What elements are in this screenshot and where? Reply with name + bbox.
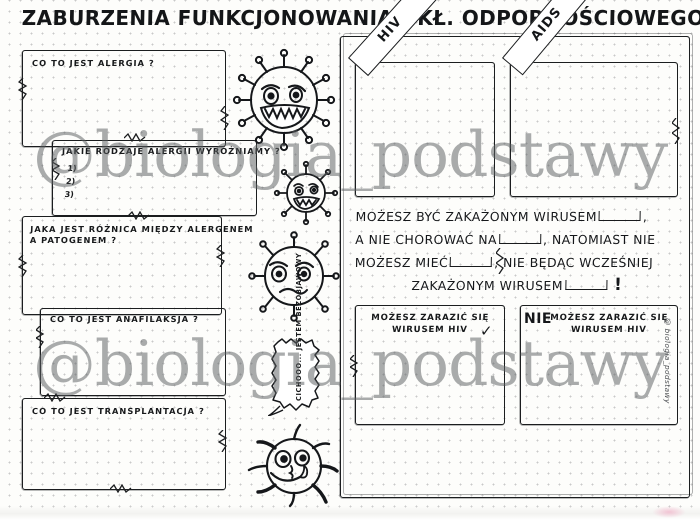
fill-blank[interactable]: [598, 211, 642, 221]
statement-text: MOŻESZ MIEĆ: [354, 255, 449, 270]
transmission-no-title: MOŻESZ ZARAZIĆ SIĘ WIRUSEM HIV: [550, 313, 669, 335]
page-bottom-edge: [0, 506, 700, 520]
squiggle-decoration: [18, 78, 28, 100]
statement-text: MOŻESZ BYĆ ZAKAŻONYM WIRUSEM: [355, 209, 598, 224]
statement-text: , NIE BĘDĄC WCZEŚNIEJ: [494, 255, 654, 270]
squiggle-decoration: [124, 133, 146, 142]
squiggle-decoration: [36, 326, 45, 348]
statement-line-3: MOŻESZ MIEĆ , NIE BĘDĄC WCZEŚNIEJ: [355, 251, 680, 274]
statement-text: A NIE CHOROWAĆ NA: [355, 232, 498, 247]
answer-box-hiv[interactable]: [354, 62, 495, 198]
list-item: 3): [64, 190, 75, 199]
statement-text: , NATOMIAST NIE: [542, 232, 656, 247]
question-label-alergia: CO TO JEST ALERGIA ?: [31, 58, 155, 68]
speech-bubble-text: CICHOOO... JESTEM BEZOBJAWOWY: [295, 252, 303, 401]
checkmark-icon: ✓: [480, 322, 493, 340]
virus-sad-icon: [248, 231, 340, 324]
virus-bottom-icon: [244, 423, 344, 508]
statement-line-2: A NIE CHOROWAĆ NA , NATOMIAST NIE: [355, 228, 680, 251]
squiggle-decoration: [220, 106, 230, 130]
fill-blank[interactable]: [498, 234, 542, 244]
transmission-no-prefix: NIE: [524, 311, 552, 327]
fill-blank[interactable]: [450, 257, 493, 267]
statement-line-1: MOŻESZ BYĆ ZAKAŻONYM WIRUSEM,: [355, 209, 648, 224]
squiggle-decoration: [110, 484, 132, 493]
hiv-aids-statement: MOŻESZ BYĆ ZAKAŻONYM WIRUSEM, A NIE CHOR…: [354, 205, 681, 297]
fill-blank[interactable]: [564, 280, 608, 290]
squiggle-decoration: [18, 255, 28, 277]
squiggle-decoration: [672, 118, 681, 144]
question-label-transplantacja: CO TO JEST TRANSPLANTACJA ?: [31, 406, 205, 416]
question-label-anafilaksja: CO TO JEST ANAFILAKSJA ?: [49, 314, 199, 324]
statement-text: ZAKAŻONYM WIRUSEM: [411, 278, 564, 293]
squiggle-decoration: [218, 430, 228, 452]
squiggle-decoration: [496, 248, 505, 274]
squiggle-decoration: [44, 393, 66, 402]
exclamation-mark: !: [613, 275, 623, 295]
list-item: 2): [65, 177, 76, 186]
question-label-alergen-patogen: JAKA JEST RÓŻNICA MIĘDZY ALERGENEM A PAT…: [29, 224, 254, 245]
speech-bubble: [267, 338, 324, 417]
statement-line-4: ZAKAŻONYM WIRUSEM!: [354, 274, 679, 297]
right-panel-outline-shadow: [343, 33, 693, 495]
squiggle-decoration: [350, 355, 359, 377]
squiggle-decoration: [52, 158, 61, 180]
list-item: 1): [66, 164, 78, 173]
virus-angry-top-icon: [232, 48, 336, 152]
virus-small-middle-icon: [273, 160, 339, 226]
author-signature: @ biologia_podstawy: [663, 318, 672, 404]
pink-smudge: [652, 506, 686, 518]
squiggle-decoration: [128, 211, 150, 220]
answer-box-aids[interactable]: [509, 62, 678, 198]
squiggle-decoration: [216, 245, 226, 267]
